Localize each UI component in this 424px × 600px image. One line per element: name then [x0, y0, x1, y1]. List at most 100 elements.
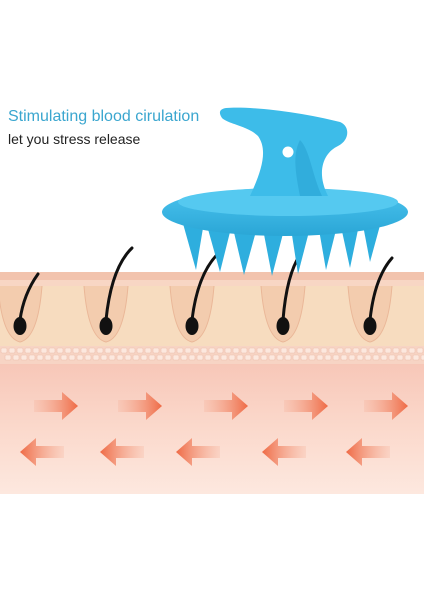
hair-bulb — [185, 317, 199, 335]
skin-cell — [404, 354, 412, 361]
arrow-shape — [118, 392, 162, 420]
skin-cell — [244, 354, 252, 361]
massager-tooth — [182, 220, 204, 270]
arrow-shape — [364, 392, 408, 420]
skin-cell — [408, 347, 416, 354]
skin-cell — [180, 354, 188, 361]
skin-cell — [120, 347, 128, 354]
skin-cell — [232, 347, 240, 354]
skin-cell — [156, 354, 164, 361]
skin-cell — [188, 354, 196, 361]
skin-cell — [332, 354, 340, 361]
skin-cell — [132, 354, 140, 361]
epidermis-line — [0, 280, 424, 286]
skin-cell — [76, 354, 84, 361]
skin-cell — [52, 354, 60, 361]
skin-cell — [12, 354, 20, 361]
skin-cell — [312, 347, 320, 354]
skin-cell — [260, 354, 268, 361]
skin-cell — [16, 347, 24, 354]
skin-cell — [40, 347, 48, 354]
arrow-left-icon — [176, 438, 220, 466]
skin-cell — [256, 347, 264, 354]
cell-pattern — [0, 347, 424, 361]
arrow-left-icon — [20, 438, 64, 466]
massager-handle-shade — [295, 140, 322, 196]
skin-cell — [376, 347, 384, 354]
arrow-right-icon — [204, 392, 248, 420]
skin-cell — [284, 354, 292, 361]
skin-cell — [360, 347, 368, 354]
skin-cell — [92, 354, 100, 361]
skin-cell — [420, 354, 424, 361]
hair-strand — [368, 256, 394, 322]
skin-cell — [148, 354, 156, 361]
skin-cell — [400, 347, 408, 354]
skin-cell — [324, 354, 332, 361]
skin-cell — [164, 354, 172, 361]
skin-cell — [44, 354, 52, 361]
skin-cell — [344, 347, 352, 354]
skin-cell — [60, 354, 68, 361]
skin-cell — [72, 347, 80, 354]
massager-base-top — [178, 188, 398, 216]
arrow-right-icon — [364, 392, 408, 420]
skin-cell — [356, 354, 364, 361]
hair-bulb — [13, 317, 27, 335]
skin-cell — [36, 354, 44, 361]
skin-cell — [160, 347, 168, 354]
skin-cell — [380, 354, 388, 361]
skin-cell — [216, 347, 224, 354]
skin-cell — [340, 354, 348, 361]
skin-cell — [84, 354, 92, 361]
arrow-right-icon — [118, 392, 162, 420]
skin-cell — [128, 347, 136, 354]
skin-cell — [308, 354, 316, 361]
skin-cell — [228, 354, 236, 361]
skin-cell — [220, 354, 228, 361]
arrow-shape — [34, 392, 78, 420]
arrow-left-icon — [262, 438, 306, 466]
skin-cell — [276, 354, 284, 361]
arrow-shape — [284, 392, 328, 420]
skin-cell — [8, 347, 16, 354]
hair-bulb — [99, 317, 113, 335]
skin-cell — [196, 354, 204, 361]
skin-cell — [80, 347, 88, 354]
hair-strand — [104, 246, 134, 322]
arrow-shape — [100, 438, 144, 466]
skin-cell — [124, 354, 132, 361]
skin-cell — [140, 354, 148, 361]
hair-follicles — [0, 246, 394, 343]
skin-cell — [368, 347, 376, 354]
skin-cell — [236, 354, 244, 361]
skin-cell — [208, 347, 216, 354]
skin-cell — [176, 347, 184, 354]
skin-cell — [108, 354, 116, 361]
skin-cell — [336, 347, 344, 354]
skin-cell — [388, 354, 396, 361]
skin-cell — [280, 347, 288, 354]
skin-cell — [396, 354, 404, 361]
skin-cell — [364, 354, 372, 361]
massager-tooth — [232, 224, 258, 275]
skin-cell — [192, 347, 200, 354]
skin-cell — [268, 354, 276, 361]
skin-cell — [316, 354, 324, 361]
skin-cell — [112, 347, 120, 354]
skin-cell — [32, 347, 40, 354]
skin-cell — [224, 347, 232, 354]
skin-cell — [248, 347, 256, 354]
massager-tooth — [206, 222, 232, 272]
skin-cell — [200, 347, 208, 354]
skin-cell — [88, 347, 96, 354]
skin-cell — [96, 347, 104, 354]
skin-cell — [292, 354, 300, 361]
skin-cell — [68, 354, 76, 361]
subheading: let you stress release — [8, 131, 141, 147]
hair-bulb — [276, 317, 290, 335]
skin-cell — [392, 347, 400, 354]
skin-cell — [144, 347, 152, 354]
skin-cell — [412, 354, 420, 361]
